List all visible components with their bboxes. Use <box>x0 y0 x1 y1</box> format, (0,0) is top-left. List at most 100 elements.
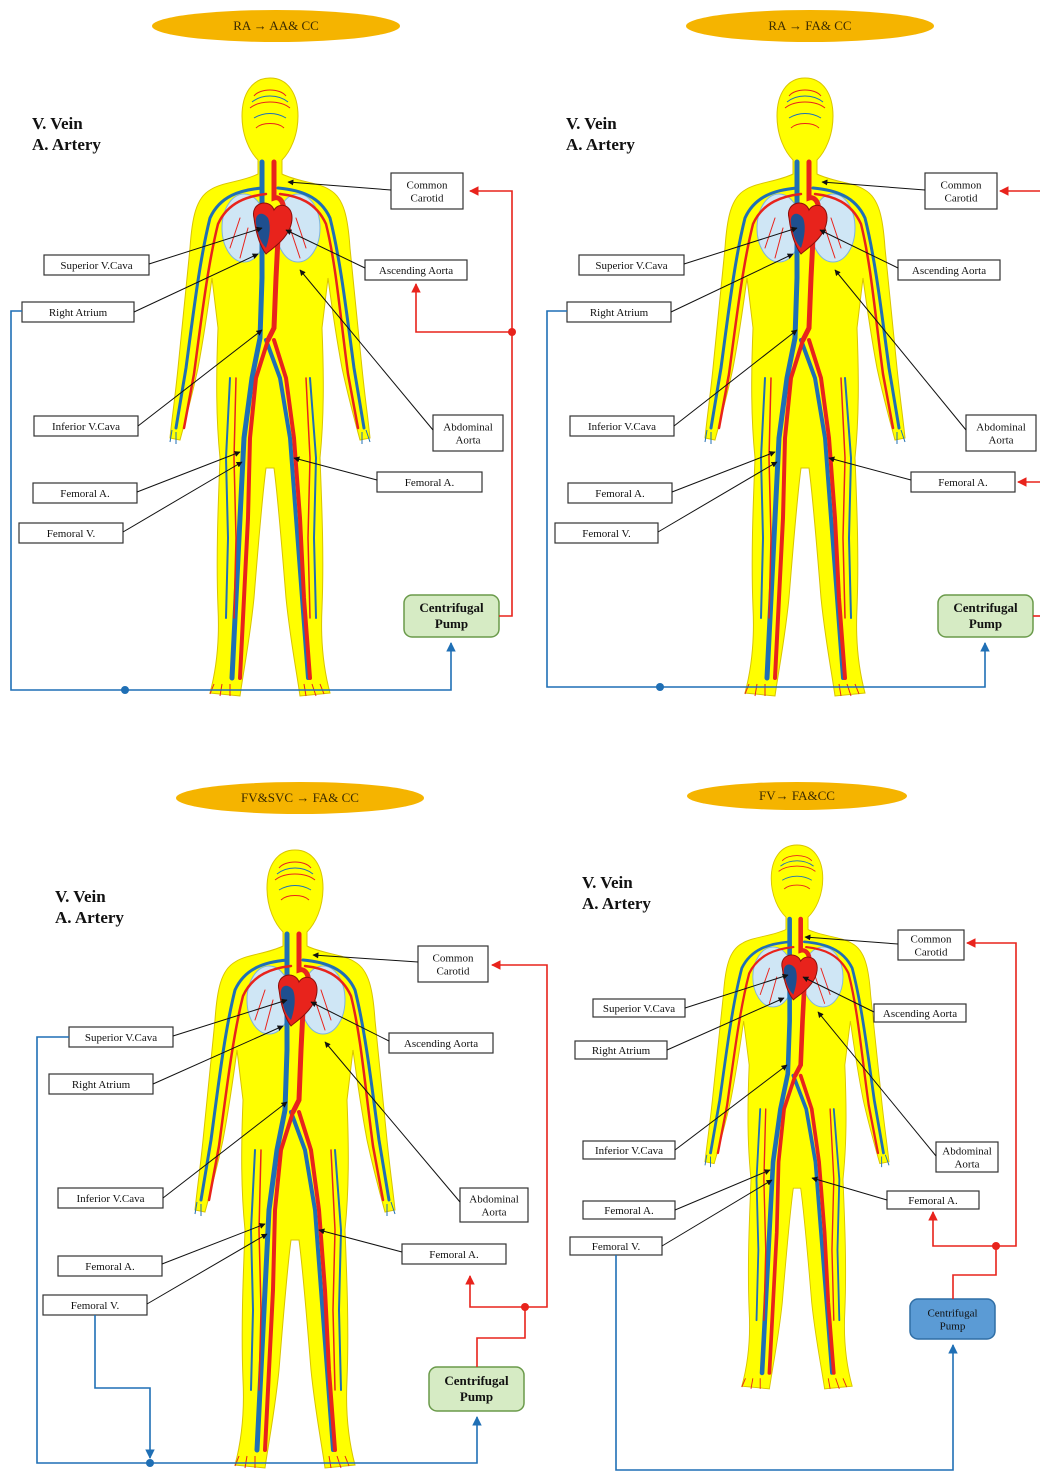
panel-4-title-text: FV→ FA&CC <box>759 788 835 803</box>
panel-4-legend-artery: A. Artery <box>582 894 651 913</box>
panel-4-venous-line <box>616 1255 953 1470</box>
panel-2-pump-text: Pump <box>969 616 1002 631</box>
panel-3-legend-vein: V. Vein <box>55 887 106 906</box>
panel-4-pump-text: Centrifugal <box>927 1308 977 1320</box>
panel-2-label-common-carotid-text: Common <box>941 180 982 192</box>
panel-3-label-ascending-aorta: Ascending Aorta <box>389 1033 493 1053</box>
panel-1-label-femoral-a-right-text: Femoral A. <box>405 477 455 489</box>
panel-2-label-ascending-aorta: Ascending Aorta <box>898 260 1000 280</box>
panel-1-label-common-carotid-text: Common <box>407 180 448 192</box>
panel-2-label-inferior-vc-text: Inferior V.Cava <box>588 421 656 433</box>
panel-1-arterial-junction <box>508 328 516 336</box>
panel-4-legend: V. Vein A. Artery <box>582 873 651 913</box>
panel-1-pump-text: Pump <box>435 616 468 631</box>
panel-3-label-right-atrium: Right Atrium <box>49 1074 153 1094</box>
panel-1-title: RA → AA& CC <box>152 10 400 42</box>
panel-3-pump-text: Centrifugal <box>444 1373 509 1388</box>
panel-4-label-superior-vc: Superior V.Cava <box>593 999 685 1017</box>
panel-2-legend-vein: V. Vein <box>566 114 617 133</box>
panel-1-label-ascending-aorta-text: Ascending Aorta <box>379 265 453 277</box>
panel-3-label-femoral-v: Femoral V. <box>43 1295 147 1315</box>
panel-2-label-right-atrium-text: Right Atrium <box>590 307 649 319</box>
panel-3-legend-artery: A. Artery <box>55 908 124 927</box>
panel-1-label-femoral-a-right: Femoral A. <box>377 472 482 492</box>
panel-1-title-text: RA → AA& CC <box>233 18 319 33</box>
panel-1-body-figure <box>170 78 370 696</box>
panel-3-label-femoral-v-text: Femoral V. <box>71 1300 120 1312</box>
panel-3-label-inferior-vc-text: Inferior V.Cava <box>76 1193 144 1205</box>
panel-2-legend-artery: A. Artery <box>566 135 635 154</box>
panel-3-label-femoral-a-left: Femoral A. <box>58 1256 162 1276</box>
panel-2-label-abdominal-aorta: AbdominalAorta <box>966 415 1036 451</box>
panel-4-title: FV→ FA&CC <box>687 782 907 810</box>
panel-4-label-common-carotid-text: Common <box>911 934 952 946</box>
panel-1-arterial-line <box>470 191 512 616</box>
panel-2-pump-text: Centrifugal <box>953 600 1018 615</box>
panel-1-label-common-carotid: CommonCarotid <box>391 173 463 209</box>
panel-2-label-femoral-a-left-text: Femoral A. <box>595 488 645 500</box>
panel-3-label-abdominal-aorta-text: Aorta <box>481 1207 506 1219</box>
panel-3-label-common-carotid-text: Carotid <box>437 966 470 978</box>
panel-4-label-femoral-a-right: Femoral A. <box>887 1191 979 1209</box>
panel-4-arterial-branch <box>933 1212 996 1246</box>
panel-1-label-superior-vc-text: Superior V.Cava <box>60 260 132 272</box>
panel-2-venous-junction <box>656 683 664 691</box>
panel-3-label-common-carotid-text: Common <box>433 953 474 965</box>
panel-2-label-femoral-a-right: Femoral A. <box>911 472 1015 492</box>
panel-3-label-femoral-a-left-text: Femoral A. <box>85 1261 135 1273</box>
panel-2-label-abdominal-aorta-text: Abdominal <box>976 422 1026 434</box>
panel-3-legend: V. Vein A. Artery <box>55 887 124 927</box>
panel-4-legend-vein: V. Vein <box>582 873 633 892</box>
panel-1-label-superior-vc: Superior V.Cava <box>44 255 149 275</box>
panel-1-legend-artery: A. Artery <box>32 135 101 154</box>
panel-4-body-figure <box>705 845 889 1389</box>
panel-2-label-inferior-vc: Inferior V.Cava <box>570 416 674 436</box>
panel-3-arterial-junction <box>521 1303 529 1311</box>
panel-1-label-right-atrium-text: Right Atrium <box>49 307 108 319</box>
panel-4-label-femoral-a-right-text: Femoral A. <box>908 1195 958 1207</box>
panel-1-legend: V. Vein A. Artery <box>32 114 101 154</box>
panel-1-label-ascending-aorta: Ascending Aorta <box>365 260 467 280</box>
panel-1-legend-vein: V. Vein <box>32 114 83 133</box>
panel-2-legend: V. Vein A. Artery <box>566 114 635 154</box>
panel-4-label-femoral-a-left: Femoral A. <box>583 1201 675 1219</box>
panel-1-label-femoral-a-left: Femoral A. <box>33 483 137 503</box>
panel-1-label-right-atrium: Right Atrium <box>22 302 134 322</box>
panel-2-label-common-carotid-text: Carotid <box>945 193 978 205</box>
panel-3-title: FV&SVC → FA& CC <box>176 782 424 814</box>
panel-1-label-abdominal-aorta-text: Abdominal <box>443 422 493 434</box>
panel-4-arterial-junction <box>992 1242 1000 1250</box>
panel-2-label-superior-vc: Superior V.Cava <box>579 255 684 275</box>
panel-4-label-right-atrium: Right Atrium <box>575 1041 667 1059</box>
panel-3-label-abdominal-aorta-text: Abdominal <box>469 1194 519 1206</box>
panel-fv-svc-fa-cc: FV&SVC → FA& CC V. Vein A. ArteryCommonCar… <box>37 782 547 1468</box>
panel-3-venous-fv <box>95 1315 150 1458</box>
panel-3-label-abdominal-aorta: AbdominalAorta <box>460 1188 528 1222</box>
panel-3-title-text: FV&SVC → FA& CC <box>241 790 359 805</box>
panel-1-label-inferior-vc: Inferior V.Cava <box>34 416 138 436</box>
panel-fv-fa-cc: FV→ FA&CC V. Vein A. ArteryCommonCarotidSu… <box>570 782 1016 1470</box>
panel-1-pump-text: Centrifugal <box>419 600 484 615</box>
panel-4-label-ascending-aorta-text: Ascending Aorta <box>883 1008 957 1020</box>
panel-1-label-abdominal-aorta-text: Aorta <box>455 435 480 447</box>
panel-3-label-femoral-a-right: Femoral A. <box>402 1244 506 1264</box>
panel-1-venous-junction <box>121 686 129 694</box>
panel-2-label-femoral-a-left: Femoral A. <box>568 483 672 503</box>
panel-3-venous-junction <box>146 1459 154 1467</box>
panel-4-label-femoral-v-text: Femoral V. <box>592 1241 641 1253</box>
panel-3-arterial-branch <box>470 1276 525 1307</box>
panel-4-pump-text: Pump <box>940 1321 966 1333</box>
panel-4-label-abdominal-aorta-text: Abdominal <box>942 1146 992 1158</box>
panel-1-label-femoral-a-left-text: Femoral A. <box>60 488 110 500</box>
panel-3-pump-text: Pump <box>460 1389 493 1404</box>
panel-4-label-common-carotid-text: Carotid <box>915 947 948 959</box>
panel-2-label-ascending-aorta-text: Ascending Aorta <box>912 265 986 277</box>
panel-3-label-ascending-aorta-text: Ascending Aorta <box>404 1038 478 1050</box>
